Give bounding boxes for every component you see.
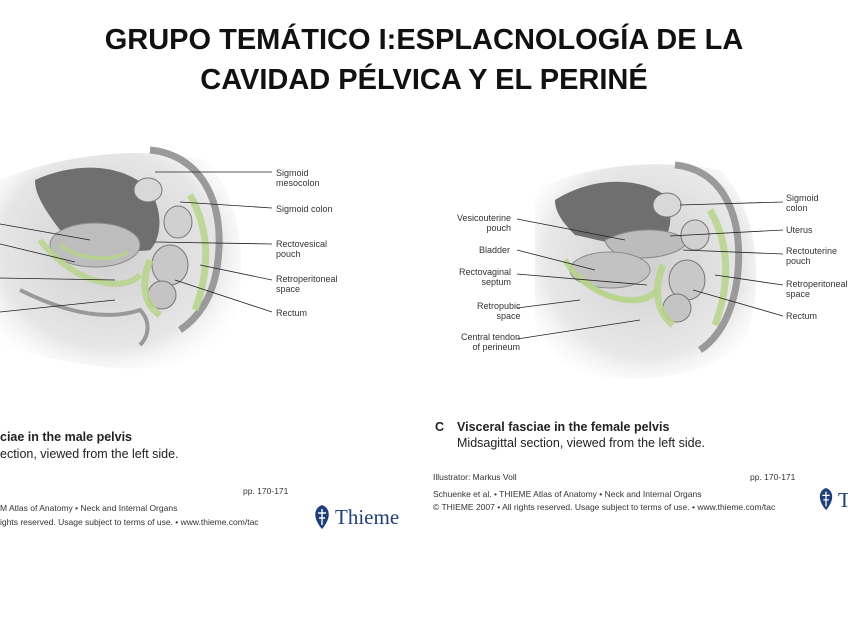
label-retropubic-line-1: Retropubic <box>477 301 521 311</box>
male-copyright-line-2: ights reserved. Usage subject to terms o… <box>0 517 259 527</box>
male-copyright-line-1: M Atlas of Anatomy • Neck and Internal O… <box>0 503 178 513</box>
leader-central-tendon <box>516 319 641 340</box>
label-sigmoid-colon: Sigmoid colon <box>276 204 333 214</box>
label-rectovaginal-line-1: Rectovaginal <box>459 267 512 277</box>
female-copyright-line-1: Schuenke et al. • THIEME Atlas of Anatom… <box>433 489 702 499</box>
leader-retroperitoneal <box>199 264 273 281</box>
leader-bladder <box>516 249 596 271</box>
leader-sigmoid-colon <box>179 201 273 209</box>
leader-female-sigmoid <box>679 201 784 206</box>
label-rectovesical-pouch: Rectovesical pouch <box>276 239 327 259</box>
label-central-tendon-line-2: of perineum <box>472 342 521 352</box>
label-vesicouterine-pouch: Vesicouterine pouch <box>457 213 511 233</box>
label-sigmoid-mesocolon-line-1: Sigmoid <box>276 168 309 178</box>
male-pelvis-illustration <box>0 146 273 369</box>
leader-female-rectum <box>692 289 784 317</box>
leader-rectouterine <box>682 249 784 255</box>
label-retroperitoneal-line-2: space <box>276 284 301 294</box>
slide-title-line-1: GRUPO TEMÁTICO I:ESPLACNOLOGÍA DE LA <box>104 24 744 56</box>
female-pelvis-figure: Vesicouterine pouch Bladder Rectovaginal… <box>425 140 848 540</box>
label-retropubic-space: Retropubic space <box>477 301 521 321</box>
leader-uterus <box>669 229 784 237</box>
female-illustrator-credit: Illustrator: Markus Voll <box>433 472 517 482</box>
leader-left-4 <box>0 299 116 313</box>
sigmoid-loop-2 <box>163 205 193 239</box>
label-central-tendon-line-1: Central tendon <box>461 332 521 342</box>
male-fascia-band-3 <box>186 193 210 312</box>
female-caption-title: Visceral fasciae in the female pelvis <box>457 420 670 434</box>
label-female-sigmoid-colon: Sigmoid colon <box>786 193 819 213</box>
label-retroperitoneal-space: Retroperitoneal space <box>276 274 338 294</box>
male-caption-title: ciae in the male pelvis <box>0 430 133 444</box>
male-caption-subtitle: ection, viewed from the left side. <box>0 447 179 461</box>
label-uterus: Uterus <box>786 225 813 235</box>
slide-title: GRUPO TEMÁTICO I:ESPLACNOLOGÍA DE LA CAV… <box>0 20 848 100</box>
label-rectum: Rectum <box>276 308 308 318</box>
female-sigmoid-loop-1 <box>652 192 682 218</box>
female-fascia-band-2 <box>654 263 676 328</box>
male-page-reference: pp. 170-171 <box>243 486 289 496</box>
thieme-logo-text-right: Thieme <box>838 488 848 512</box>
thieme-logo-icon-right <box>819 488 833 510</box>
label-rectouterine-pouch: Rectouterine pouch <box>786 246 837 266</box>
label-rectovesical-line-2: pouch <box>276 249 301 259</box>
label-vesicouterine-line-1: Vesicouterine <box>457 213 512 223</box>
thieme-logo-icon <box>315 505 329 529</box>
leader-vesicouterine <box>516 218 626 241</box>
male-pelvis-figure: Sigmoid mesocolon Sigmoid colon Rectoves… <box>0 140 420 540</box>
label-sigmoid-mesocolon: Sigmoid mesocolon <box>276 168 320 188</box>
female-sacrum <box>674 161 743 353</box>
leader-rectum <box>174 279 273 313</box>
label-female-retroperitoneal-line-1: Retroperitoneal <box>786 279 848 289</box>
rectum-loop-1 <box>151 244 189 286</box>
leader-left-3 <box>0 277 116 281</box>
leader-retropubic <box>516 299 581 309</box>
label-female-retroperitoneal-space: Retroperitoneal space <box>786 279 848 299</box>
male-sacrum <box>149 146 223 333</box>
label-central-tendon: Central tendon of perineum <box>461 332 520 352</box>
female-page-reference: pp. 170-171 <box>750 472 796 482</box>
label-rectovaginal-line-2: septum <box>481 277 512 287</box>
leader-rectovesical <box>154 241 273 245</box>
label-rectouterine-line-1: Rectouterine <box>786 246 838 256</box>
label-female-sigmoid-line-2: colon <box>786 203 808 213</box>
label-retroperitoneal-line-1: Retroperitoneal <box>276 274 338 284</box>
female-fascia-band-4 <box>583 278 651 303</box>
female-caption-letter: C <box>435 420 445 434</box>
female-caption-subtitle: Midsagittal section, viewed from the lef… <box>457 436 706 450</box>
slide-title-line-2: CAVIDAD PÉLVICA Y EL PERINÉ <box>200 64 648 96</box>
leader-female-retroperitoneal <box>714 274 784 286</box>
female-copyright-line-2: © THIEME 2007 • All rights reserved. Usa… <box>433 502 776 512</box>
label-rectovesical-line-1: Rectovesical <box>276 239 328 249</box>
label-rectouterine-line-2: pouch <box>786 256 811 266</box>
label-female-sigmoid-line-1: Sigmoid <box>786 193 819 203</box>
male-fascia-band-2 <box>141 258 163 318</box>
leader-left-2 <box>0 243 76 263</box>
leader-left-1 <box>0 223 91 241</box>
label-bladder: Bladder <box>479 245 511 255</box>
label-vesicouterine-line-2: pouch <box>486 223 512 233</box>
female-pelvis-illustration <box>516 161 784 379</box>
label-rectovaginal-septum: Rectovaginal septum <box>459 267 511 287</box>
label-retropubic-line-2: space <box>496 311 521 321</box>
male-fascia-band-4 <box>58 243 129 261</box>
leader-rectovaginal <box>516 273 648 286</box>
label-female-retroperitoneal-line-2: space <box>786 289 811 299</box>
female-fascia-band-3 <box>706 208 730 327</box>
male-perineum <box>19 288 150 347</box>
thieme-logo-text: Thieme <box>335 505 400 529</box>
label-female-rectum: Rectum <box>786 311 818 321</box>
label-sigmoid-mesocolon-line-2: mesocolon <box>276 178 320 188</box>
sigmoid-loop-1 <box>133 177 163 203</box>
